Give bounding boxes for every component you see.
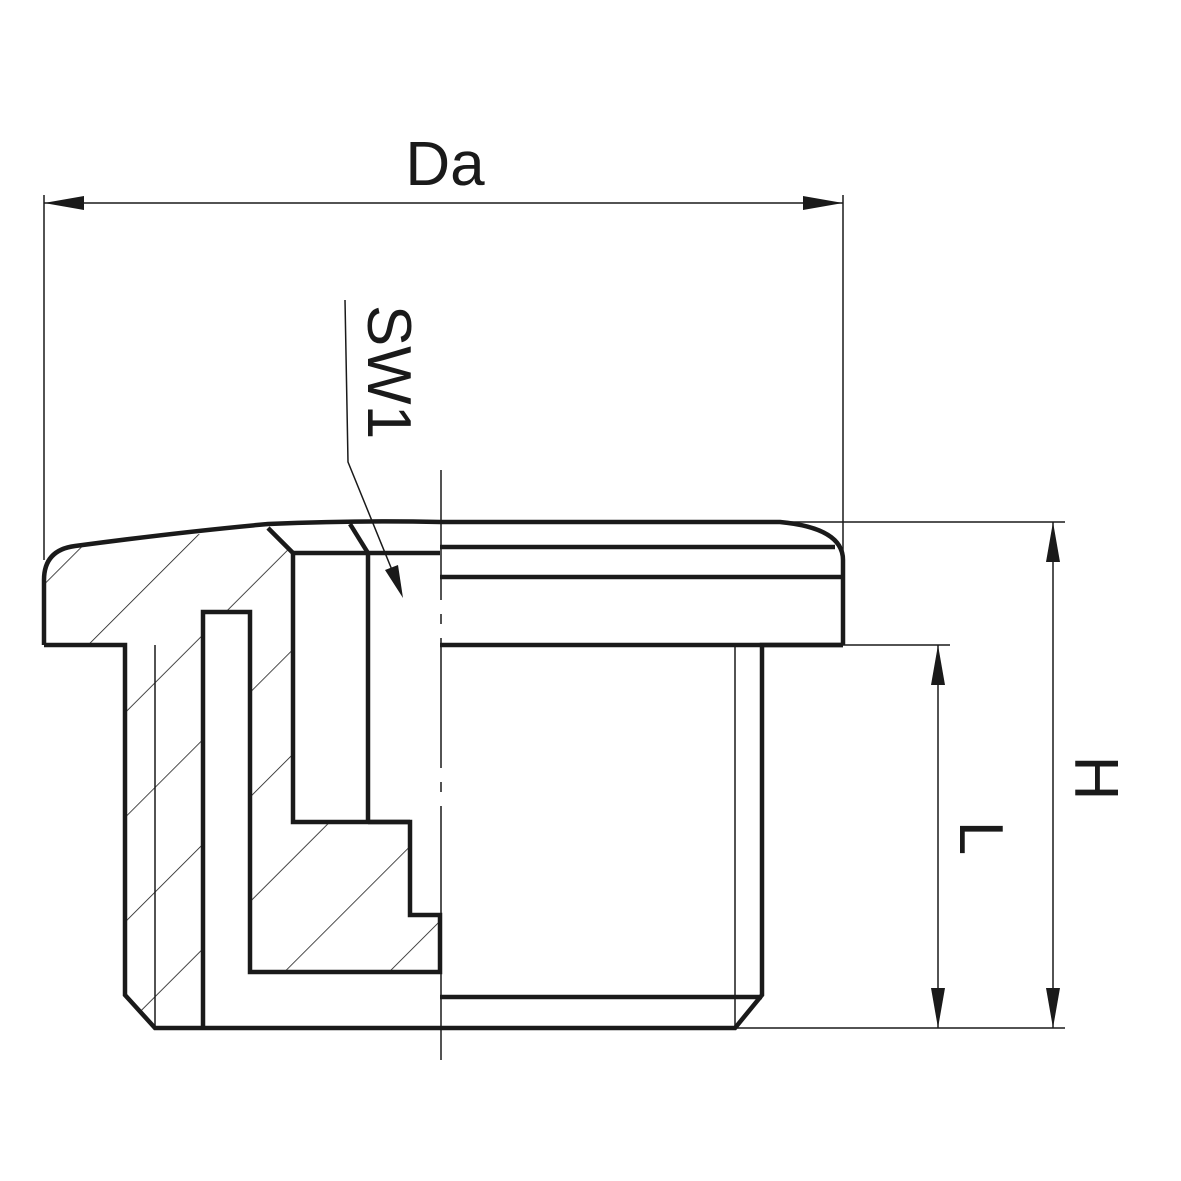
part-outline [41, 519, 846, 1031]
dimension-arrows [44, 196, 1060, 1028]
dimension-label-da: Da [405, 130, 485, 199]
dimension-label-l: L [946, 821, 1015, 855]
dimension-label-h: H [1061, 756, 1130, 801]
thin-lines [43, 195, 1065, 1060]
section-hatching [44, 530, 440, 1028]
dimension-label-sw1: SW1 [354, 305, 423, 439]
